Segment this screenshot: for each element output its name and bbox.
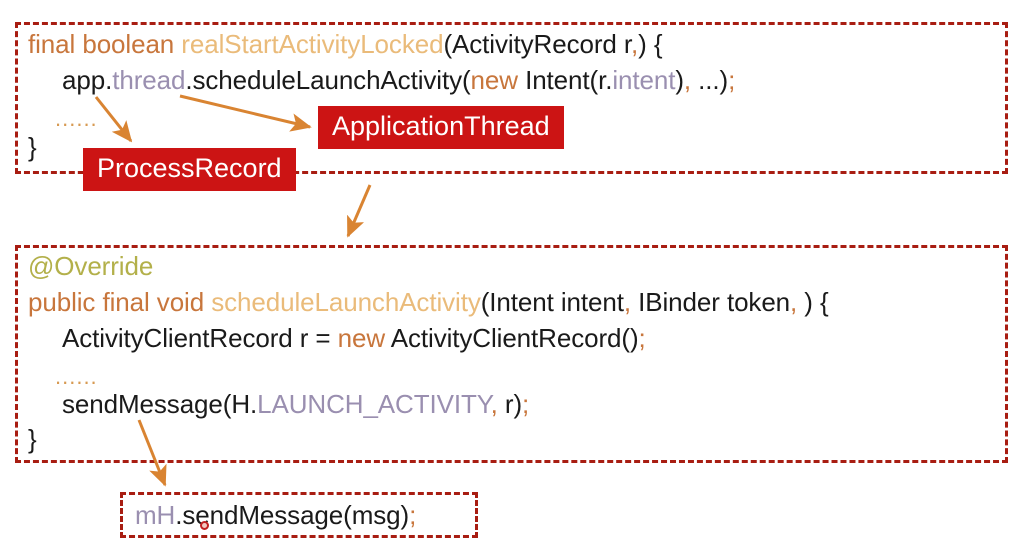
method-name-schedule-launch-activity: scheduleLaunchActivity xyxy=(211,287,481,317)
keyword-public: public xyxy=(28,287,96,317)
code-block-mh-send-message xyxy=(120,492,478,538)
code-block-application-thread-schedule-launch-activity xyxy=(15,245,1008,463)
keyword-void: void xyxy=(156,287,205,317)
annotation-dot-icon xyxy=(200,521,209,530)
arrow-upper-to-lower xyxy=(346,184,372,238)
keyword-new: new xyxy=(470,65,519,95)
punct-comma: , xyxy=(790,287,798,317)
punct-comma: , xyxy=(623,287,632,317)
punct-semicolon: ; xyxy=(728,65,736,95)
keyword-new: new xyxy=(337,323,386,353)
method-params-lower: (Intent intent xyxy=(480,287,624,317)
method-name-real-start-activity-locked: realStartActivityLocked xyxy=(181,29,444,59)
keyword-final: final xyxy=(28,29,76,59)
punct-semicolon: ; xyxy=(522,389,530,419)
call-mh-send-message: .sendMessage(msg) xyxy=(175,500,410,530)
annotation-override: @Override xyxy=(28,251,154,281)
code-line-method-signature-upper: final boolean realStartActivityLocked(Ac… xyxy=(28,29,663,59)
badge-application-thread[interactable]: ApplicationThread xyxy=(318,106,564,149)
punct-comma: , xyxy=(683,65,692,95)
closing-brace-lower: } xyxy=(28,424,37,454)
call-send-message: sendMessage(H. xyxy=(62,389,258,419)
code-line-send-message: sendMessage(H.LAUNCH_ACTIVITY, r); xyxy=(62,389,530,419)
method-params-upper: (ActivityRecord r xyxy=(443,29,632,59)
badge-process-record[interactable]: ProcessRecord xyxy=(83,148,296,191)
punct-semicolon: ; xyxy=(638,323,646,353)
declaration-activity-client-record: ActivityClientRecord r = xyxy=(62,323,338,353)
keyword-boolean: boolean xyxy=(82,29,175,59)
ellipsis-upper: ...... xyxy=(55,106,98,131)
code-line-activity-client-record-decl: ActivityClientRecord r = new ActivityCli… xyxy=(62,323,646,353)
code-line-method-signature-lower: public final void scheduleLaunchActivity… xyxy=(28,287,829,317)
punct-comma: , xyxy=(631,29,639,59)
code-line-mh-send-message: mH.sendMessage(msg); xyxy=(135,500,416,530)
punct-semicolon: ; xyxy=(409,500,417,530)
punct-comma: , xyxy=(490,389,498,419)
constructor-activity-client-record: ActivityClientRecord() xyxy=(385,323,639,353)
object-app: app. xyxy=(62,65,113,95)
code-block-real-start-activity-locked xyxy=(15,22,1008,174)
field-thread: thread xyxy=(112,65,186,95)
code-line-schedule-launch-activity-call: app.thread.scheduleLaunchActivity(new In… xyxy=(62,65,736,95)
constant-launch-activity: LAUNCH_ACTIVITY xyxy=(257,389,491,419)
field-mh: mH xyxy=(135,500,176,530)
keyword-final: final xyxy=(102,287,150,317)
call-schedule-launch-activity: .scheduleLaunchActivity( xyxy=(185,65,471,95)
field-intent: intent xyxy=(612,65,676,95)
closing-brace-upper: } xyxy=(28,132,37,162)
ellipsis-lower: ...... xyxy=(55,364,98,389)
